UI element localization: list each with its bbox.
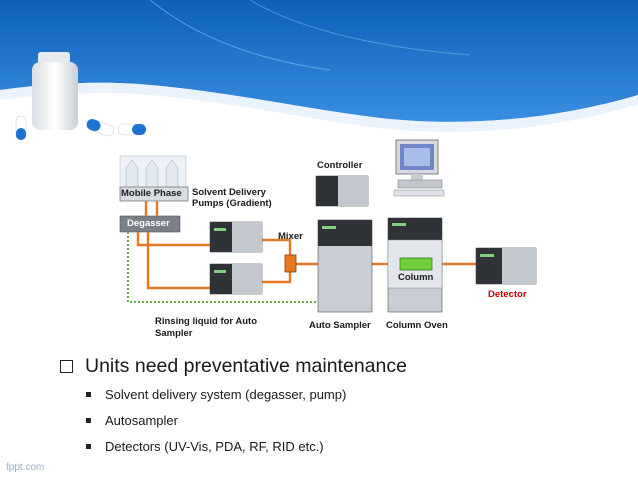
- column-icon: [399, 257, 433, 271]
- detector-unit: [475, 247, 537, 285]
- capsule-icon: [117, 123, 147, 136]
- content-list: Units need preventative maintenance Solv…: [60, 352, 620, 458]
- list-item-text: Autosampler: [105, 412, 178, 428]
- label-rinsing-1: Rinsing liquid for Auto: [155, 316, 258, 327]
- auto-sampler-unit: [317, 219, 373, 313]
- label-column: Column: [398, 272, 434, 283]
- label-solvent-delivery-2: Pumps (Gradient): [192, 198, 272, 209]
- controller-unit: [315, 175, 369, 207]
- pill-bottle-icon: [32, 52, 78, 130]
- capsule-icon: [15, 115, 27, 141]
- list-item: Autosampler: [86, 408, 620, 432]
- checkbox-bullet-icon: [60, 359, 73, 373]
- label-auto-sampler: Auto Sampler: [309, 320, 371, 331]
- list-item: Solvent delivery system (degasser, pump): [86, 382, 620, 406]
- list-item-text: Detectors (UV-Vis, PDA, RF, RID etc.): [105, 438, 324, 454]
- header-wave: [0, 0, 638, 122]
- list-item-text: Solvent delivery system (degasser, pump): [105, 386, 347, 402]
- heading-bullet: Units need preventative maintenance: [60, 352, 620, 380]
- degasser-box: [119, 215, 181, 233]
- square-bullet-icon: [86, 417, 91, 423]
- label-degasser: Degasser: [127, 218, 170, 229]
- header-wave-highlight: [0, 82, 638, 132]
- label-mixer: Mixer: [278, 231, 303, 242]
- computer-icon: [393, 139, 445, 197]
- label-controller: Controller: [317, 160, 363, 171]
- footer-credit: fppt.com: [6, 462, 45, 473]
- label-solvent-delivery-1: Solvent Delivery: [192, 187, 266, 198]
- label-rinsing-2: Sampler: [155, 328, 193, 339]
- label-detector: Detector: [488, 289, 527, 300]
- label-column-oven: Column Oven: [386, 320, 448, 331]
- mobile-phase-box: [119, 186, 189, 202]
- mixer-icon: [284, 254, 297, 273]
- solvent-bottles-icon: [119, 155, 187, 191]
- hplc-diagram: [119, 139, 537, 313]
- pump-unit: [209, 263, 263, 295]
- label-mobile-phase: Mobile Phase: [121, 188, 182, 199]
- heading-text: Units need preventative maintenance: [85, 354, 407, 377]
- list-item: Detectors (UV-Vis, PDA, RF, RID etc.): [86, 434, 620, 458]
- square-bullet-icon: [86, 391, 91, 397]
- square-bullet-icon: [86, 443, 91, 449]
- pump-unit: [209, 221, 263, 253]
- capsule-icon: [86, 118, 114, 137]
- header-banner: [0, 0, 638, 150]
